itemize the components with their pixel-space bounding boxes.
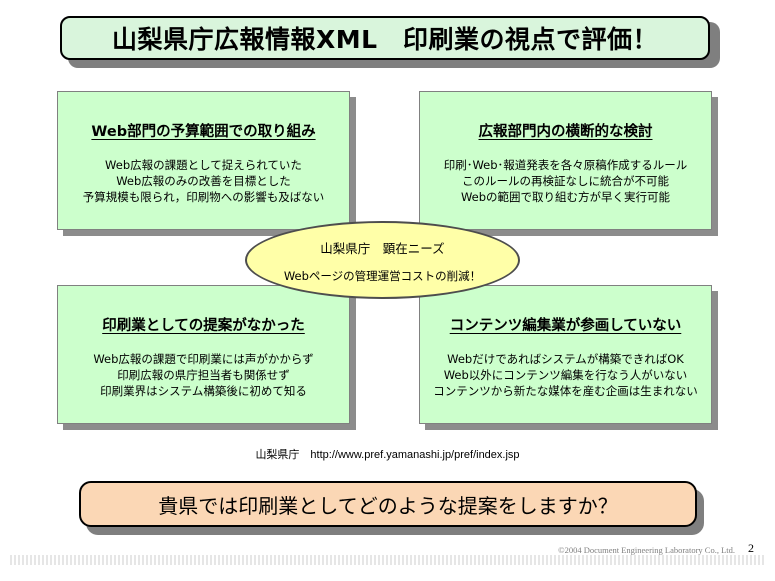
panel-line: コンテンツから新たな媒体を産む企画は生まれない [433,384,698,398]
panel-line: 印刷広報の県庁担当者も関係せず [117,368,290,382]
panel-heading: コンテンツ編集業が参画していない [449,318,682,334]
panel-line: 予算規模も限られ，印刷物への影響も及ばない [82,190,325,204]
panel-line: Webの範囲で取り組む方が早く実行可能 [460,190,671,204]
panel-web-budget: Web部門の予算範囲での取り組み Web広報の課題として捉えられていた Web広… [57,91,350,230]
panel-no-print-proposal: 印刷業としての提案がなかった Web広報の課題で印刷業には声がかからず 印刷広報… [57,285,350,424]
footer-band [10,555,765,565]
panel-heading: 広報部門内の横断的な検討 [478,124,653,140]
source-url: 山梨県庁 http://www.pref.yamanashi.jp/pref/i… [255,449,520,461]
panel-heading: Web部門の予算範囲での取り組み [91,124,316,140]
copyright-text: ©2004 Document Engineering Laboratory Co… [558,545,735,555]
panel-line: Web広報の課題として捉えられていた [105,158,302,172]
panel-line: 印刷･Web･報道発表を各々原稿作成するルール [443,158,688,172]
slide-title: 山梨県庁広報情報XML 印刷業の視点で評価！ [60,16,710,60]
panel-line: Web広報の課題で印刷業には声がかからず [93,352,314,366]
panel-line: Webだけであればシステムが構築できればOK [447,352,684,366]
center-needs-ellipse: 山梨県庁 顕在ニーズ Webページの管理運営コストの削減！ [245,221,520,299]
question-text: 貴県では印刷業としてどのような提案をしますか？ [158,493,618,518]
panel-line: Web以外にコンテンツ編集を行なう人がいない [443,368,688,382]
panel-cross-department: 広報部門内の横断的な検討 印刷･Web･報道発表を各々原稿作成するルール このル… [419,91,712,230]
panel-heading: 印刷業としての提案がなかった [102,318,305,334]
panel-line: 印刷業界はシステム構築後に初めて知る [100,384,307,398]
question-box: 貴県では印刷業としてどのような提案をしますか？ [79,481,697,527]
panel-line: このルールの再検証なしに統合が不可能 [462,174,669,188]
slide-title-text: 山梨県庁広報情報XML 印刷業の視点で評価！ [111,25,659,54]
center-needs-title: 山梨県庁 顕在ニーズ [320,241,445,256]
center-needs-text: Webページの管理運営コストの削減！ [283,269,482,283]
panel-content-editing: コンテンツ編集業が参画していない Webだけであればシステムが構築できればOK … [419,285,712,424]
page-number: 2 [748,541,754,555]
panel-line: Web広報のみの改善を目標とした [116,174,291,188]
